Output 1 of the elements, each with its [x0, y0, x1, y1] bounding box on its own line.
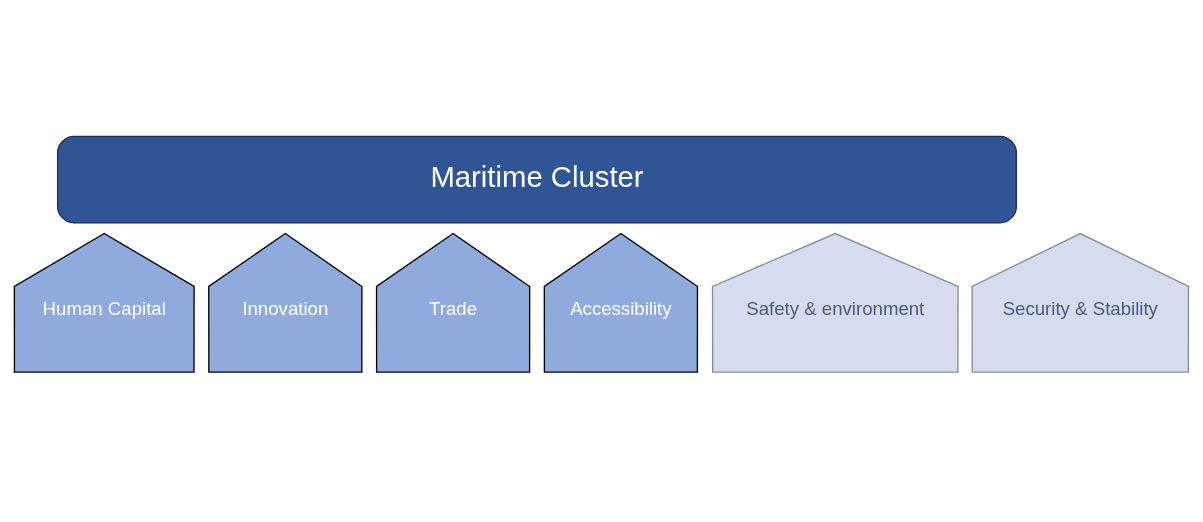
node-box: Maritime Cluster	[56, 135, 1018, 224]
